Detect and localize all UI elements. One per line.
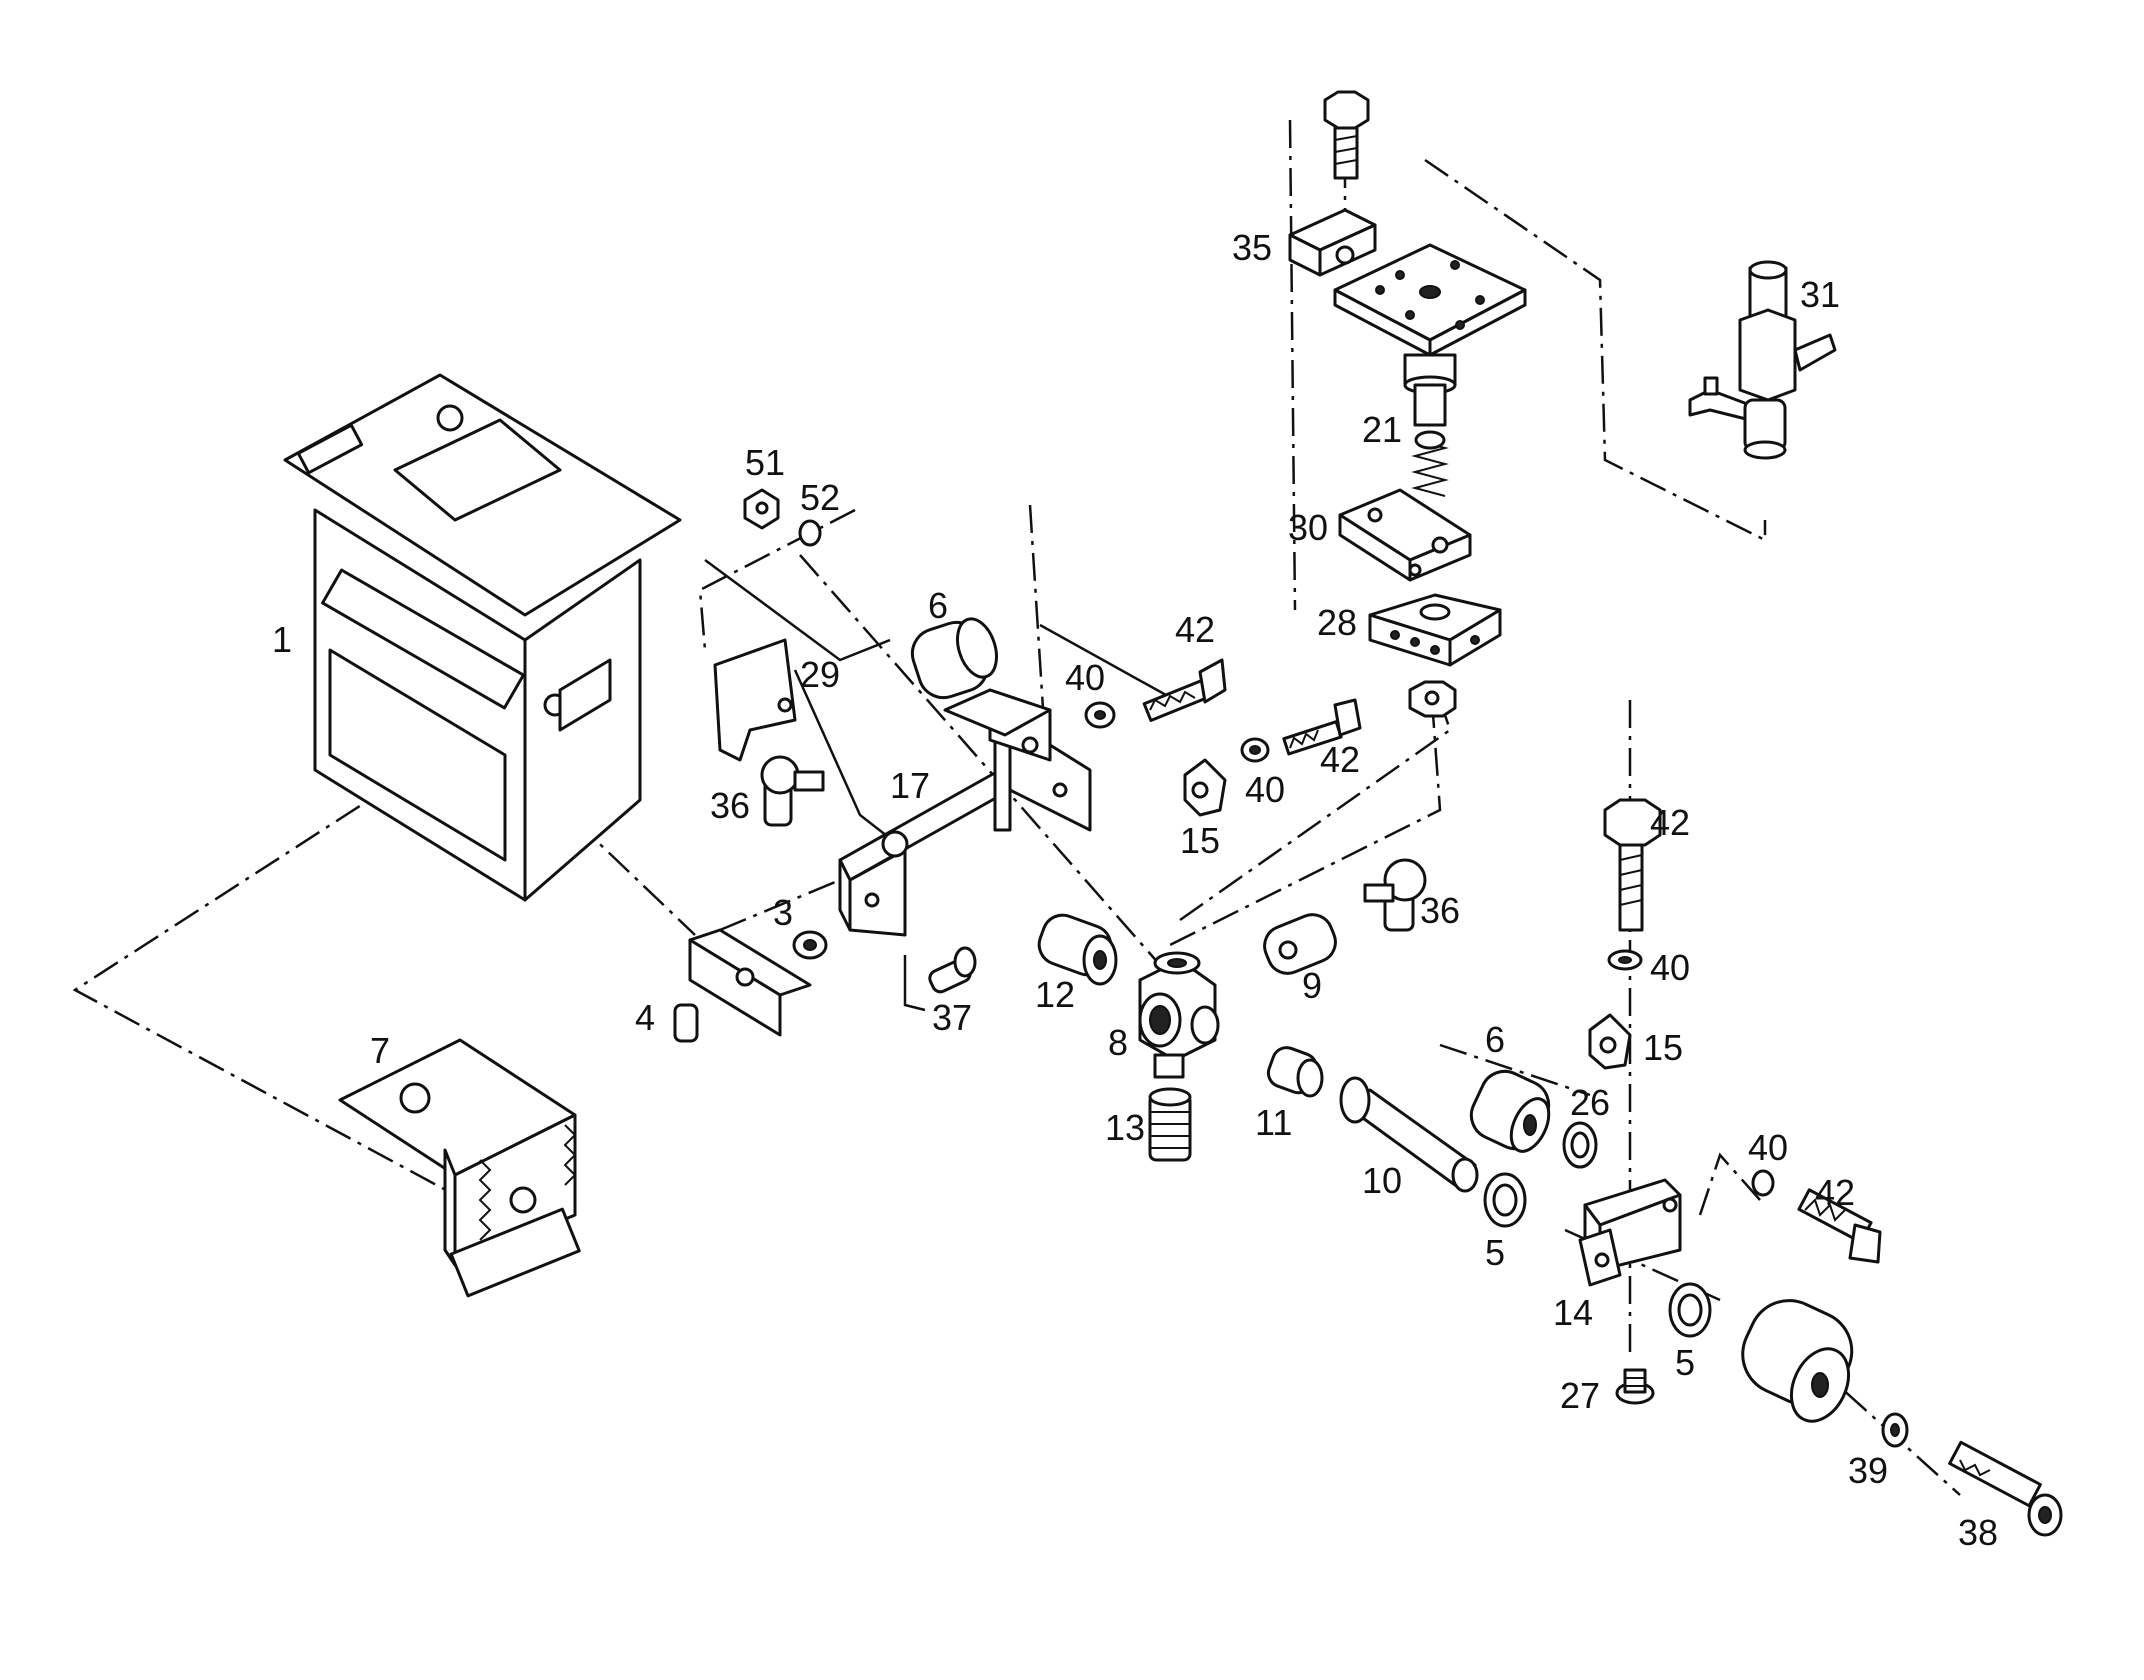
callout-8: 8 — [1108, 1022, 1128, 1063]
callout-14: 14 — [1553, 1292, 1593, 1333]
callout-26: 26 — [1570, 1082, 1610, 1123]
callout-40-lower-right: 40 — [1748, 1127, 1788, 1168]
part-roller — [1741, 1299, 1854, 1423]
part-42-bolt-lower-right — [1797, 1188, 1882, 1264]
callout-6-lower: 6 — [1485, 1019, 1505, 1060]
callout-5-right: 5 — [1675, 1342, 1695, 1383]
part-15-clamp-lower — [1588, 1013, 1632, 1070]
part-8-cross-fitting — [1138, 951, 1220, 1079]
callout-17: 17 — [890, 765, 930, 806]
callout-28: 28 — [1317, 602, 1357, 643]
callout-40-vertical: 40 — [1650, 947, 1690, 988]
part-42-bolt-mid — [1282, 698, 1362, 756]
part-17-bracket — [838, 688, 1092, 937]
part-21-spring — [1411, 383, 1449, 497]
part-15-clamp-upper — [1183, 758, 1227, 817]
part-35-block — [1288, 208, 1377, 277]
callout-36-right: 36 — [1420, 890, 1460, 931]
part-9-connector — [1263, 913, 1337, 975]
callout-15-lower: 15 — [1643, 1027, 1683, 1068]
callout-30: 30 — [1288, 507, 1328, 548]
part-12-bushing — [1037, 913, 1118, 986]
part-mounting-plate — [1333, 243, 1527, 395]
part-36-elbow-fitting-left — [760, 755, 825, 827]
part-6-cylinder-upper — [910, 617, 998, 700]
callout-13: 13 — [1105, 1107, 1145, 1148]
part-6-cylinder-lower — [1469, 1069, 1551, 1153]
part-13-threaded-nipple — [1148, 1087, 1192, 1162]
callout-51: 51 — [745, 442, 785, 483]
part-4-clip-and-block — [673, 928, 828, 1043]
part-10-shaft — [1339, 1076, 1479, 1193]
callout-4: 4 — [635, 997, 655, 1038]
part-42-bolt-vertical — [1603, 798, 1662, 932]
callout-6-upper: 6 — [928, 585, 948, 626]
callout-12: 12 — [1035, 974, 1075, 1015]
callout-35: 35 — [1232, 227, 1272, 268]
callout-39: 39 — [1848, 1450, 1888, 1491]
callout-labels: 1 3 4 5 5 6 6 7 8 9 10 11 12 13 14 15 15… — [272, 227, 1998, 1553]
part-14-bracket — [1578, 1178, 1682, 1287]
part-42-bolt-upper — [1142, 658, 1227, 722]
part-27-screw — [1615, 1368, 1655, 1405]
callout-3: 3 — [773, 892, 793, 933]
callout-42-upper: 42 — [1175, 609, 1215, 650]
callout-5-left: 5 — [1485, 1232, 1505, 1273]
callout-10: 10 — [1362, 1160, 1402, 1201]
callout-31: 31 — [1800, 274, 1840, 315]
part-38-bolt — [1948, 1440, 2063, 1537]
callout-15-upper: 15 — [1180, 820, 1220, 861]
callout-42-lower-right: 42 — [1815, 1172, 1855, 1213]
part-7-spring-bracket — [338, 1038, 581, 1298]
callout-29: 29 — [800, 654, 840, 695]
part-36-elbow-fitting-right — [1363, 858, 1427, 932]
callout-40-mid: 40 — [1245, 769, 1285, 810]
callout-1: 1 — [272, 619, 292, 660]
callout-38: 38 — [1958, 1512, 1998, 1553]
part-40-washer-lower-right — [1751, 1169, 1775, 1197]
callout-40-upper: 40 — [1065, 657, 1105, 698]
callout-9: 9 — [1302, 965, 1322, 1006]
callout-52: 52 — [800, 477, 840, 518]
part-40-washer-vertical — [1607, 949, 1643, 971]
part-nut-upper — [1408, 680, 1457, 718]
part-37-pin — [928, 946, 977, 994]
part-40-washer-upper — [1084, 701, 1116, 729]
part-5-washer-left — [1483, 1172, 1527, 1228]
callout-7: 7 — [370, 1030, 390, 1071]
callout-21: 21 — [1362, 409, 1402, 450]
part-42-bolt-top — [1323, 90, 1370, 180]
assembly-leader-lines — [72, 119, 1961, 1496]
callout-11: 11 — [1255, 1102, 1292, 1143]
part-52-washer — [798, 519, 822, 547]
part-28-block — [1368, 593, 1502, 667]
part-39-washer — [1881, 1412, 1909, 1448]
part-30-block — [1338, 488, 1472, 582]
callout-36-left: 36 — [710, 785, 750, 826]
part-29-plate — [713, 638, 797, 762]
callout-42-mid: 42 — [1320, 739, 1360, 780]
part-11-small-bushing — [1266, 1046, 1324, 1098]
part-1-main-frame — [283, 373, 682, 902]
part-31-valve — [1688, 260, 1837, 460]
callout-37: 37 — [932, 997, 972, 1038]
callout-42-vertical: 42 — [1650, 802, 1690, 843]
part-5-washer-right — [1668, 1282, 1712, 1338]
callout-27: 27 — [1560, 1375, 1600, 1416]
part-51-nut — [743, 488, 780, 530]
part-26-washer — [1562, 1121, 1598, 1169]
part-40-washer-mid — [1240, 737, 1270, 763]
